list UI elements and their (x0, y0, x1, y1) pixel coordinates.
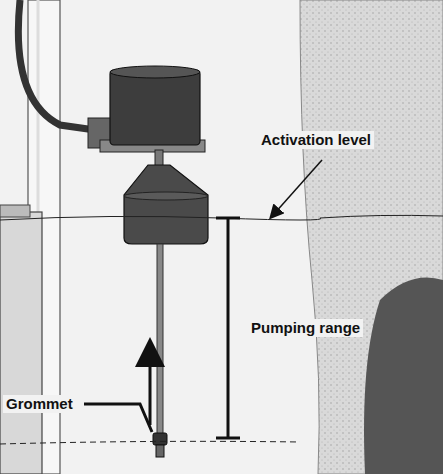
part-label: Grommet (3, 395, 76, 413)
range-label: Pumping range (248, 319, 363, 337)
level-label: Activation level (258, 131, 374, 149)
